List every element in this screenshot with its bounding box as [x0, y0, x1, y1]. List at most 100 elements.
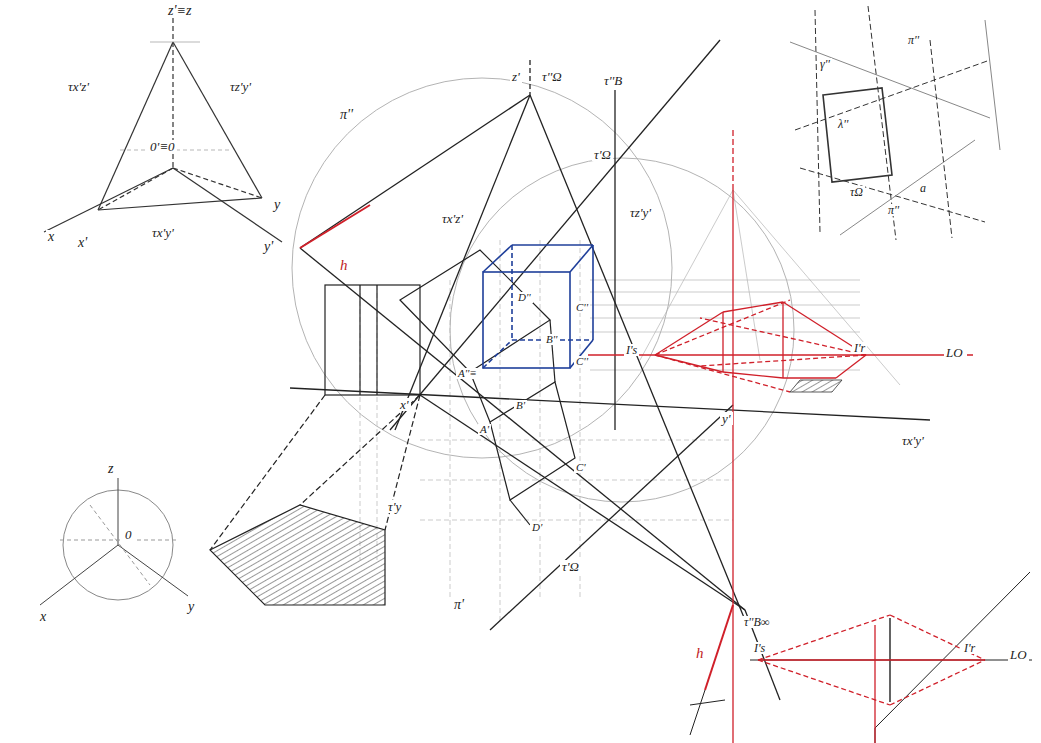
auxiliary-view	[800, 168, 985, 222]
construction-label: τΩ	[848, 186, 865, 198]
construction-label: B''	[544, 334, 559, 345]
prism-projection	[376, 285, 377, 395]
blue-prism	[570, 245, 593, 272]
construction-label: D''	[516, 292, 533, 303]
perspective-figure	[723, 372, 783, 378]
trace-line	[529, 60, 530, 95]
trace-line	[300, 95, 530, 248]
construction-label: B'	[514, 400, 527, 411]
perspective-figure	[700, 318, 866, 355]
construction-label: τx'y'	[900, 434, 926, 447]
blue-prism	[511, 245, 513, 340]
construction-label: τ'Ω	[592, 148, 613, 161]
trace-line	[530, 95, 745, 620]
plan-projection	[490, 382, 575, 500]
axis-triangle	[173, 168, 262, 198]
plan-projection	[400, 250, 575, 525]
perspective-figure	[732, 190, 733, 743]
axis-triangle	[150, 42, 200, 43]
plan-projection	[550, 320, 555, 382]
construction-label: γ''	[818, 58, 832, 70]
construction-line	[450, 280, 451, 600]
axis-circle	[90, 505, 150, 585]
construction-label: z'≡z	[166, 4, 193, 18]
construction-label: λ''	[836, 118, 850, 130]
construction-line	[590, 370, 860, 371]
perspective-figure	[836, 355, 866, 378]
perspective-figure	[655, 355, 790, 392]
plan-projection	[510, 500, 530, 525]
perspective-figure	[890, 615, 985, 660]
construction-circle	[450, 158, 794, 502]
auxiliary-view	[985, 20, 1000, 150]
construction-label: y'	[262, 240, 275, 254]
prism-projection	[359, 285, 360, 395]
trace-line	[614, 90, 615, 430]
construction-label: τ''Ω	[540, 70, 564, 83]
construction-label: τx'z'	[66, 80, 91, 93]
trace-line	[390, 40, 720, 430]
construction-label: x'	[398, 398, 411, 411]
perspective-figure	[722, 312, 723, 372]
trace-line	[420, 395, 745, 610]
axis-triangle	[44, 10, 282, 242]
auxiliary-view	[790, 6, 1000, 240]
axis-triangle	[98, 42, 173, 210]
blue-prism	[592, 245, 594, 340]
perspective-figure	[588, 130, 975, 743]
axis-circle	[118, 478, 119, 545]
construction-label: A'	[478, 424, 491, 435]
construction-label: C'	[574, 462, 588, 473]
construction-line	[690, 690, 725, 735]
construction-line	[733, 190, 900, 385]
perspective-figure	[782, 302, 783, 378]
auxiliary-view	[875, 572, 1030, 728]
construction-line	[590, 292, 860, 293]
perspective-figure	[874, 625, 875, 743]
construction-label: x	[38, 610, 48, 624]
construction-line	[590, 318, 860, 319]
prism-projection	[210, 505, 385, 605]
construction-label: C''	[574, 302, 590, 313]
construction-line	[540, 240, 541, 600]
axis-triangle	[44, 168, 173, 232]
construction-label: π''	[338, 108, 355, 122]
construction-circle	[292, 78, 794, 502]
construction-label: y	[272, 198, 282, 212]
plan-projection	[470, 372, 490, 422]
trace-line	[290, 388, 930, 420]
axis-triangle	[98, 168, 173, 210]
construction-label: a	[918, 182, 928, 194]
construction-label: LO	[1008, 648, 1029, 661]
construction-label: z'	[510, 70, 522, 83]
construction-line	[420, 480, 733, 481]
auxiliary-view	[815, 10, 820, 232]
blue-prism	[483, 272, 570, 368]
construction-line	[733, 190, 760, 360]
distance-marker	[705, 605, 733, 690]
perspective-figure	[655, 300, 790, 355]
perspective-figure	[655, 312, 723, 355]
construction-line	[590, 280, 860, 281]
perspective-figure	[758, 615, 890, 660]
construction-label: h	[338, 258, 350, 273]
construction-label: y'	[720, 412, 733, 425]
prism-projection	[210, 285, 420, 605]
construction-label: τ'Ω	[560, 560, 581, 573]
perspective-figure	[758, 659, 985, 660]
construction-circle	[292, 78, 672, 458]
construction-label: h	[694, 646, 706, 661]
perspective-figure	[758, 615, 985, 743]
construction-label: 0	[123, 528, 134, 541]
construction-label: C''	[574, 356, 590, 367]
construction-label: 0'≡0	[148, 140, 177, 153]
construction-label: τ''B∞	[742, 616, 771, 628]
construction-label: D'	[530, 522, 544, 533]
construction-label: I's	[752, 642, 767, 654]
perspective-figure	[588, 354, 940, 355]
perspective-figure	[758, 660, 890, 705]
perspective-figure	[890, 660, 985, 705]
construction-label: π''	[886, 204, 901, 216]
